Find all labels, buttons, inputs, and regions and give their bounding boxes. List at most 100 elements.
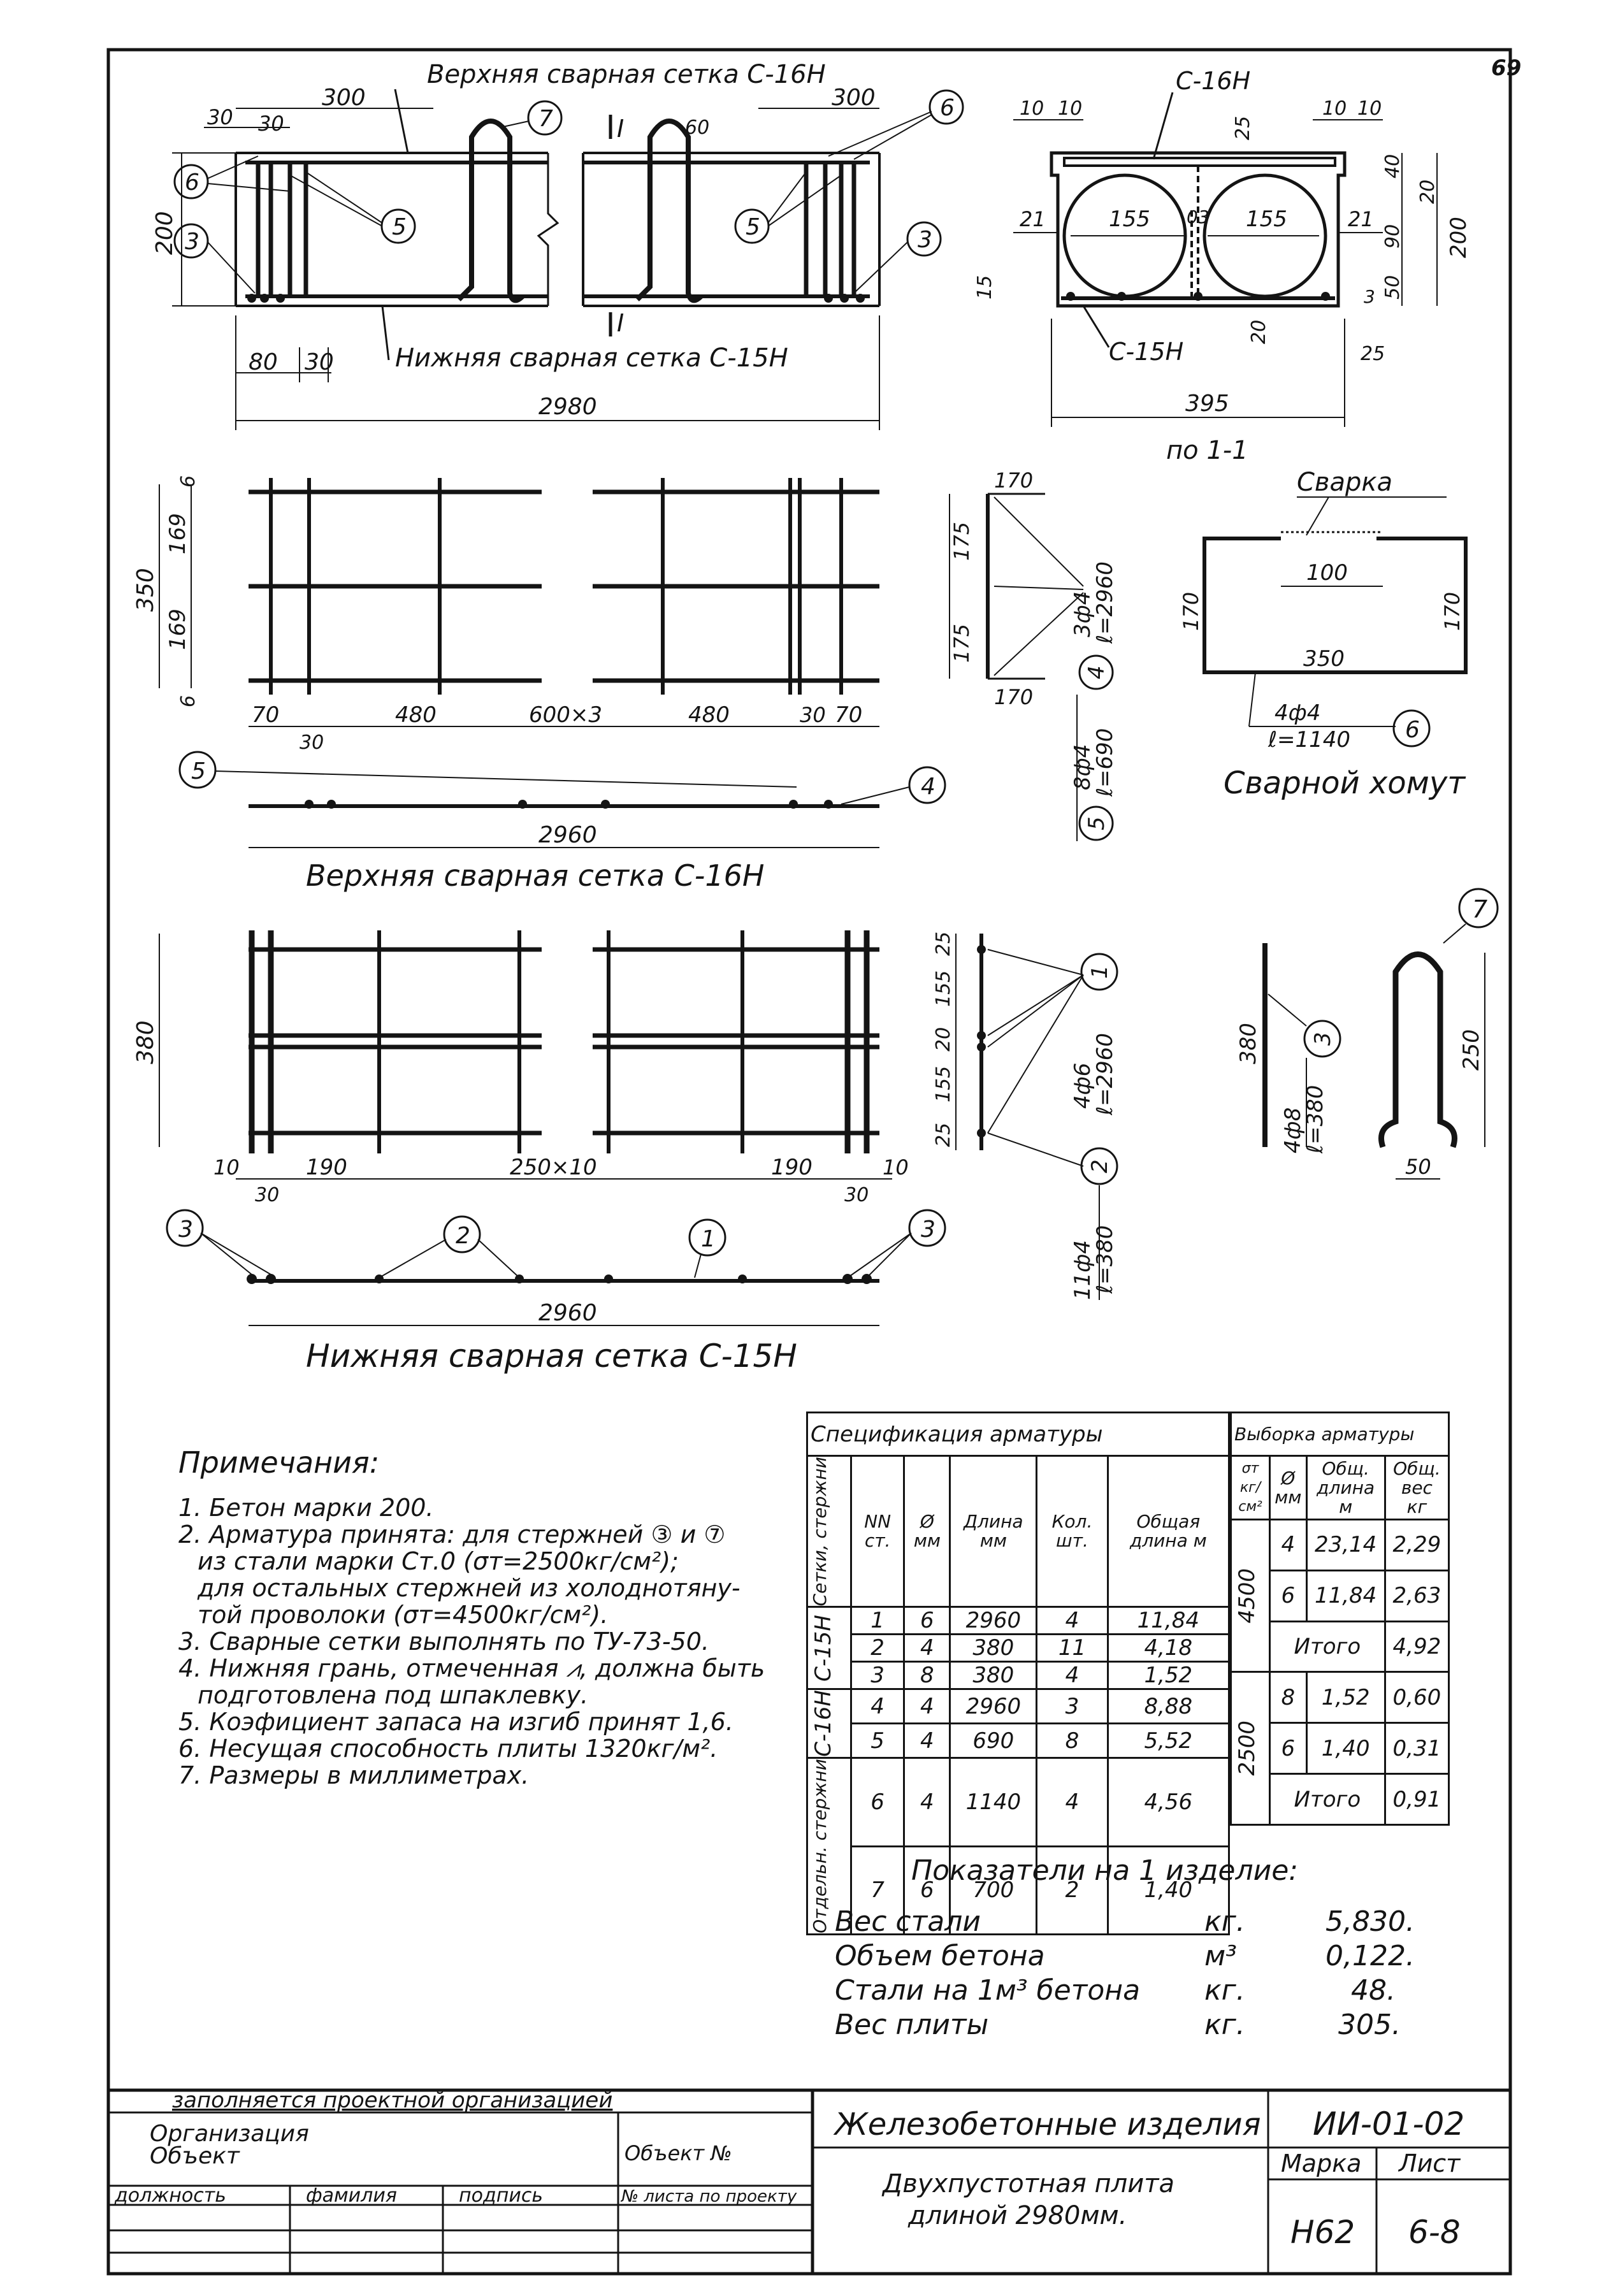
bm-side-25-bottom: 25 xyxy=(932,1123,955,1147)
tb-sheet-label: Лист xyxy=(1398,2149,1461,2177)
svg-text:5: 5 xyxy=(392,214,407,240)
cs-dim-10-c: 10 xyxy=(1322,97,1347,120)
tb-surname: фамилия xyxy=(306,2184,397,2207)
cs-dim-25-top: 25 xyxy=(1232,116,1254,140)
spec-table: Спецификация арматуры Сетки, стержни NN … xyxy=(806,1412,1231,1936)
cs-dim-40: 40 xyxy=(1382,154,1404,178)
dim-30-c: 30 xyxy=(305,349,334,375)
cs-dim-21-left: 21 xyxy=(1020,207,1046,231)
indicator-value: 305. xyxy=(1338,2009,1401,2041)
tm-dim-350: 350 xyxy=(133,568,159,612)
bar5-len: ℓ=690 xyxy=(1092,728,1118,797)
tb-org: Организация xyxy=(150,2121,309,2147)
cs-dim-90: 90 xyxy=(1382,224,1404,249)
tm-dim-6-bottom: 6 xyxy=(177,695,199,707)
tb-signature: подпись xyxy=(459,2184,543,2207)
svg-text:5: 5 xyxy=(746,214,760,240)
bar3-dim-380: 380 xyxy=(1236,1023,1261,1064)
spec-group-c16h: С-16Н xyxy=(806,1688,852,1759)
spec-group-c15h: С-15Н xyxy=(806,1606,852,1691)
tm-callout-5: 5 xyxy=(178,751,217,789)
tm-dim-480-left: 480 xyxy=(395,702,437,728)
tm-dim-169-bottom: 169 xyxy=(165,609,191,650)
sel-table-title: Выборка арматуры xyxy=(1230,1412,1450,1457)
bar7-dim-50: 50 xyxy=(1405,1155,1431,1179)
cs-bottom-label: С-15Н xyxy=(1109,338,1183,366)
bottom-mesh-title: Нижняя сварная сетка С-15Н xyxy=(306,1338,797,1375)
bar7-callout: 7 xyxy=(1458,888,1499,928)
tm-dim-170-top: 170 xyxy=(994,468,1033,493)
sel-group-2500: 2500 xyxy=(1230,1671,1271,1826)
sel-col-strength: σт кг/см² xyxy=(1230,1455,1271,1520)
svg-text:6: 6 xyxy=(185,170,199,196)
section-mark-bottom: I xyxy=(617,309,624,337)
dim-30-b: 30 xyxy=(258,112,284,136)
cross-section-view: 155 155 03 21 21 С-16Н 10 10 10 10 25 40… xyxy=(974,67,1471,465)
svg-text:3: 3 xyxy=(918,227,932,253)
tb-description-1: Двухпустотная плита xyxy=(881,2169,1174,2199)
svg-text:6: 6 xyxy=(940,95,955,121)
stirrup-weld-label: Сварка xyxy=(1297,468,1392,497)
title-block: заполняется проектной организацией Орган… xyxy=(108,2088,1510,2274)
cs-dim-20-bottom: 20 xyxy=(1248,320,1270,344)
tm-dim-169-top: 169 xyxy=(165,513,191,554)
svg-text:4: 4 xyxy=(921,774,935,800)
cs-dim-03: 03 xyxy=(1187,206,1210,227)
bar4-callout: 4 xyxy=(1078,654,1114,690)
indicator-label: Вес плиты xyxy=(835,2009,989,2041)
bar1-spec: 4ф6 xyxy=(1070,1063,1095,1109)
stirrup-len: ℓ=1140 xyxy=(1268,727,1350,753)
sheet-frame xyxy=(106,48,1512,2276)
bar7-view: 7 250 50 xyxy=(1378,888,1499,1180)
stirrup-title: Сварной хомут xyxy=(1224,765,1466,801)
indicator-unit: кг. xyxy=(1204,2009,1245,2041)
tb-position: должность xyxy=(114,2184,226,2207)
callout-6-right: 6 xyxy=(928,89,964,125)
cs-dim-20: 20 xyxy=(1417,180,1439,204)
cs-dim-21-right: 21 xyxy=(1348,207,1374,231)
svg-text:4: 4 xyxy=(1084,665,1109,679)
top-mesh-title: Верхняя сварная сетка С-16Н xyxy=(306,858,765,893)
bar2-callout: 2 xyxy=(1080,1147,1118,1185)
bm-dim-250x10: 250×10 xyxy=(510,1155,597,1180)
notes-block: Примечания: 1. Бетон марки 200. 2. Армат… xyxy=(178,1443,803,1789)
sel-col-weight: Общ. вес кг xyxy=(1383,1455,1450,1520)
indicator-value: 48. xyxy=(1351,1974,1396,2007)
stirrup-dim-350: 350 xyxy=(1303,646,1345,672)
elevation-top-mesh-label: Верхняя сварная сетка С-16Н xyxy=(427,60,826,89)
tm-dim-170-bottom: 170 xyxy=(994,685,1033,709)
bar7-dim-250: 250 xyxy=(1459,1029,1484,1071)
dim-300-left: 300 xyxy=(322,85,366,111)
bar3-view: 3 380 4ф8 ℓ=380 xyxy=(1236,943,1341,1154)
top-mesh-view: 6 169 169 350 6 70 480 600×3 480 30 70 3… xyxy=(133,468,1118,893)
callout-7: 7 xyxy=(527,100,563,136)
bm-side-20: 20 xyxy=(932,1027,955,1051)
note-line: 5. Коэфициент запаса на изгиб принят 1,6… xyxy=(178,1708,733,1736)
bm-callout-2: 2 xyxy=(443,1215,481,1253)
note-line: 6. Несущая способность плиты 1320кг/м². xyxy=(178,1735,718,1763)
dim-60: 60 xyxy=(685,117,709,139)
svg-text:5: 5 xyxy=(191,758,206,784)
bar2-spec: 11ф4 xyxy=(1070,1240,1095,1300)
indicator-value: 5,830. xyxy=(1325,1905,1415,1938)
indicator-row: Вес плиты кг. 305. xyxy=(835,2009,1440,2043)
svg-text:3: 3 xyxy=(921,1217,935,1243)
svg-text:3: 3 xyxy=(1310,1032,1336,1046)
cs-dim-155-right: 155 xyxy=(1246,206,1287,232)
stirrup-dim-170-left: 170 xyxy=(1179,592,1203,631)
indicators-title: Показатели на 1 изделие: xyxy=(911,1854,1299,1887)
indicator-row: Стали на 1м³ бетона кг. 48. xyxy=(835,1974,1440,2009)
tb-product-group: Железобетонные изделия xyxy=(833,2107,1260,2142)
notes-heading: Примечания: xyxy=(178,1445,380,1480)
tb-series: ИИ-01-02 xyxy=(1313,2105,1464,2142)
note-line: подготовлена под шпаклевку. xyxy=(198,1681,589,1709)
tb-filled-by: заполняется проектной организацией xyxy=(172,2088,612,2113)
indicator-row: Вес стали кг. 5,830. xyxy=(835,1905,1440,1940)
tm-dim-30-left: 30 xyxy=(300,732,324,754)
sel-col-diam: Ø мм xyxy=(1269,1455,1308,1520)
note-line: 2. Арматура принята: для стержней ③ и ⑦ xyxy=(178,1520,726,1549)
